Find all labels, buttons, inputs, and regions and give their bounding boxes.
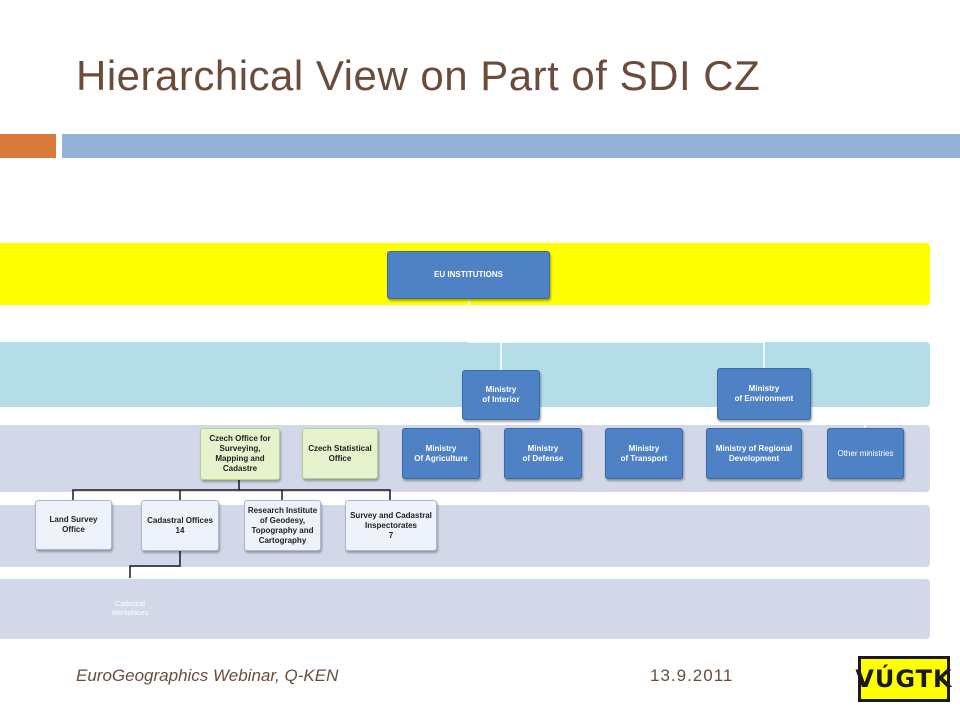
node-cadastral-workplaces: Cadastral Workplaces [111, 601, 149, 617]
node-ministry-agriculture: Ministry Of Agriculture [402, 428, 480, 479]
node-ministry-interior: Ministry of Interior [462, 370, 540, 420]
node-eu-institutions: EU INSTITUTIONS [387, 251, 550, 299]
node-czech-office-surveying: Czech Office for Surveying, Mapping and … [200, 428, 280, 480]
node-land-survey-office: Land Survey Office [35, 500, 112, 550]
node-cadastral-offices: Cadastral Offices 14 [141, 500, 219, 551]
node-other-ministries: Other ministries [827, 428, 904, 479]
node-czech-statistical-office: Czech Statistical Office [302, 428, 378, 479]
logo-lettering: VÚGTK [855, 665, 953, 693]
node-research-institute: Research Institute of Geodesy, Topograph… [244, 500, 321, 551]
band-workplaces [0, 579, 930, 639]
node-ministry-transport: Ministry of Transport [605, 428, 683, 479]
node-ministry-environment: Ministry of Environment [717, 368, 811, 420]
slide-title: Hierarchical View on Part of SDI CZ [76, 52, 761, 99]
node-ministry-regional-development: Ministry of Regional Development [706, 428, 802, 479]
accent-bar-blue [62, 134, 960, 158]
vugtk-logo: VÚGTK [855, 656, 953, 702]
footer-text: EuroGeographics Webinar, Q-KEN [76, 666, 339, 685]
accent-bar-orange [0, 134, 56, 158]
node-ministry-defense: Ministry of Defense [504, 428, 582, 479]
footer-date: 13.9.2011 [650, 666, 734, 685]
node-survey-cadastral-inspectorates: Survey and Cadastral Inspectorates 7 [345, 500, 437, 551]
